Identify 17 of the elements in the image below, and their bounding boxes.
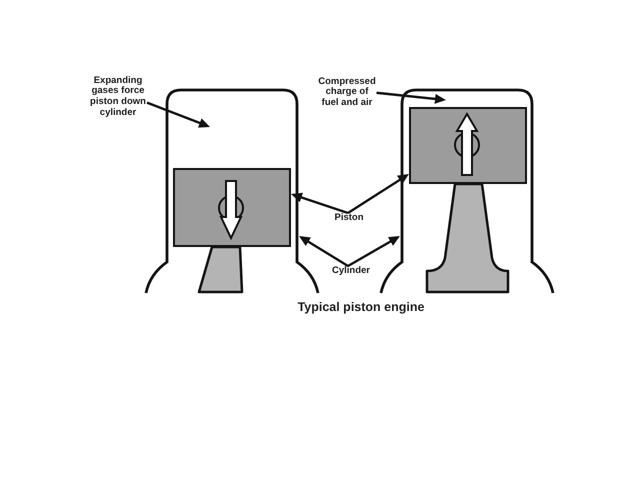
callout-label: Cylinder xyxy=(332,266,370,277)
leader-line xyxy=(291,192,348,214)
leader-line xyxy=(298,236,349,268)
connecting-rod xyxy=(197,245,244,294)
piston xyxy=(173,168,291,247)
callout-label: Compressed charge of fuel and air xyxy=(318,76,376,109)
leader-line xyxy=(376,92,446,104)
piston xyxy=(409,107,527,184)
figure-caption: Typical piston engine xyxy=(298,300,424,315)
callout-label: Expanding gases force piston down cylinder xyxy=(89,76,147,119)
leader-line xyxy=(146,101,210,128)
connecting-rod xyxy=(425,182,510,294)
leader-line xyxy=(347,236,400,268)
cylinder-outline xyxy=(165,88,299,263)
cylinder-outline xyxy=(400,88,534,263)
leader-line xyxy=(347,174,409,214)
callout-label: Piston xyxy=(334,213,364,224)
